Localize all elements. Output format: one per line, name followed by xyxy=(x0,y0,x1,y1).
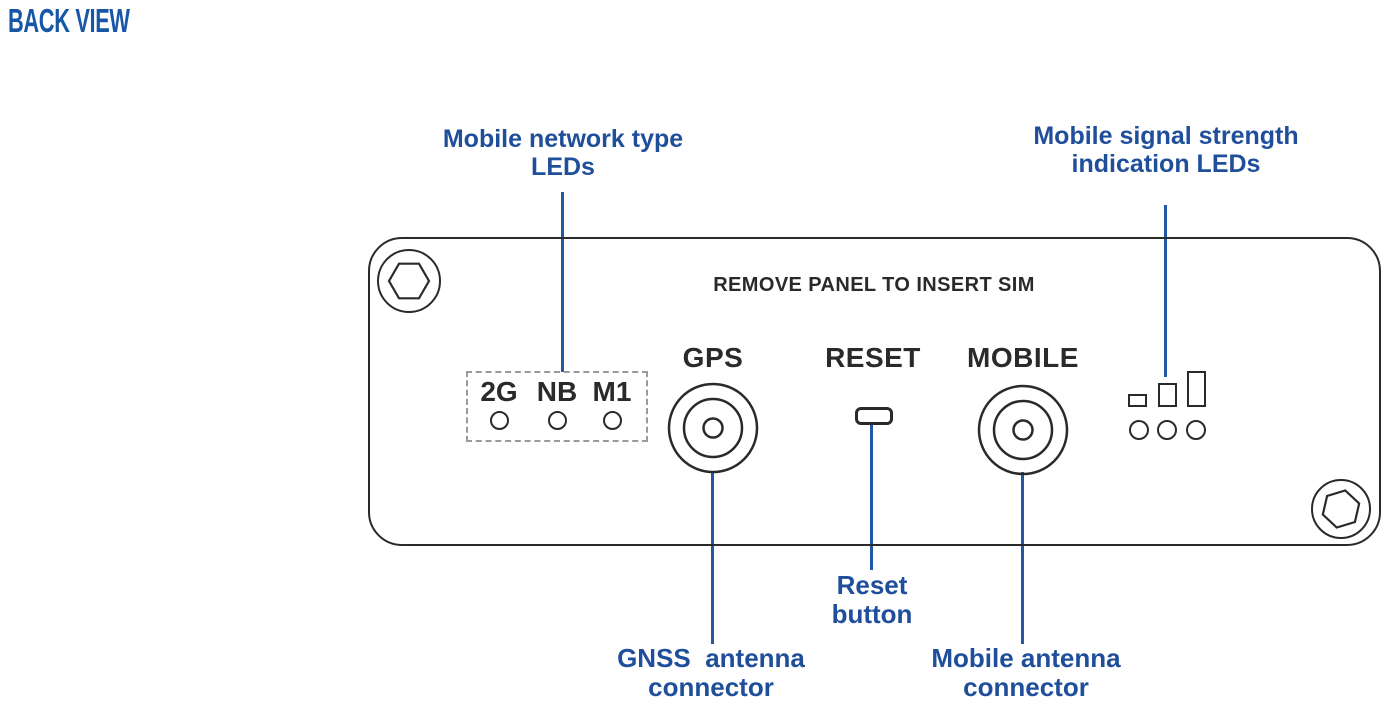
signal-led-3-icon xyxy=(1186,420,1206,440)
leader-line-gnss-connector xyxy=(711,472,714,644)
network-led-2g-label: 2G xyxy=(480,376,518,407)
signal-led-1-icon xyxy=(1129,420,1149,440)
callout-mobile-antenna-line1: Mobile antenna xyxy=(931,643,1121,673)
callout-network-type-line2: LEDs xyxy=(531,152,595,181)
gps-port-label: GPS xyxy=(682,342,744,373)
leader-line-reset-button xyxy=(870,425,873,570)
network-led-nb-label: NB xyxy=(536,376,578,407)
network-led-m1: M1 xyxy=(584,377,640,430)
reset-port-label: RESET xyxy=(825,342,921,373)
network-led-m1-icon xyxy=(602,411,622,430)
network-led-m1-label: M1 xyxy=(592,376,632,407)
network-led-2g-icon xyxy=(489,411,509,430)
leader-line-signal-strength xyxy=(1164,205,1167,377)
sim-notice-text: REMOVE PANEL TO INSERT SIM xyxy=(713,274,1035,296)
callout-gnss-line2: connector xyxy=(648,671,774,702)
callout-mobile-antenna-line2: connector xyxy=(963,671,1089,702)
callout-network-type-leds: Mobile network type LEDs xyxy=(413,125,713,181)
callout-signal-strength-leds: Mobile signal strength indication LEDs xyxy=(1011,122,1321,178)
page-title: BACK VIEW xyxy=(8,2,130,39)
gnss-antenna-connector-icon xyxy=(666,381,760,480)
mobile-antenna-connector-icon xyxy=(976,383,1070,482)
callout-gnss-line1: GNSS antenna xyxy=(617,643,805,673)
network-led-nb-icon xyxy=(547,411,567,430)
signal-bar-small-icon xyxy=(1128,394,1147,407)
callout-reset-line2: button xyxy=(831,598,913,629)
callout-signal-strength-line1: Mobile signal strength xyxy=(1033,122,1299,150)
reset-button-hole xyxy=(855,407,893,425)
network-led-2g: 2G xyxy=(471,377,527,430)
signal-led-2-icon xyxy=(1157,420,1177,440)
callout-gnss-antenna-connector: GNSS antenna connector xyxy=(561,644,861,701)
device-panel xyxy=(368,237,1381,546)
callout-mobile-antenna-connector: Mobile antenna connector xyxy=(876,644,1176,701)
leader-line-mobile-connector xyxy=(1021,472,1024,644)
callout-reset-line1: Reset xyxy=(836,570,908,600)
callout-network-type-line1: Mobile network type xyxy=(442,125,684,153)
leader-line-network-type xyxy=(561,192,564,372)
screw-top-left-icon xyxy=(375,247,443,320)
network-led-nb: NB xyxy=(529,377,585,430)
callout-reset-button: Reset button xyxy=(772,571,972,628)
signal-bar-medium-icon xyxy=(1158,383,1177,407)
screw-bottom-right-icon xyxy=(1309,477,1373,546)
callout-signal-strength-line2: indication LEDs xyxy=(1071,149,1261,178)
network-type-led-group xyxy=(466,371,648,442)
signal-bar-large-icon xyxy=(1187,371,1206,407)
mobile-port-label: MOBILE xyxy=(967,342,1079,373)
